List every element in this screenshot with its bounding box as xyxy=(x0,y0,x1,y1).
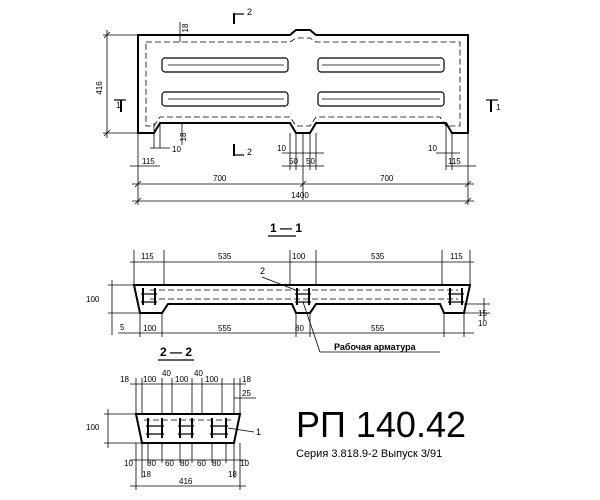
plan-slot-left-bottom xyxy=(161,91,289,107)
plan-dim-half-left: 700 xyxy=(213,174,227,183)
plan-dim-half-right: 700 xyxy=(380,174,394,183)
s22-dim-right-25: 25 xyxy=(242,389,251,398)
s22-dim-top-40a: 40 xyxy=(162,369,171,378)
s22-dim-bottom-60a: 60 xyxy=(165,459,174,468)
s22-dim-under-18a: 18 xyxy=(142,470,151,479)
s11-dim-top-left-535: 535 xyxy=(218,252,232,261)
s11-dim-right-10: 10 xyxy=(478,319,487,328)
s22-dim-top-18b: 18 xyxy=(242,375,251,384)
section-2-2-outline xyxy=(134,413,242,444)
plan-dim-mid-10: 10 xyxy=(277,144,286,153)
plan-section-label-bottom: 2 xyxy=(247,147,252,157)
section-1-1: 1 — 1 xyxy=(86,221,490,353)
plan-dim-right-115: 115 xyxy=(448,157,461,166)
s22-dim-height-100: 100 xyxy=(86,423,100,432)
s22-dim-bottom-80b: 80 xyxy=(180,459,189,468)
product-mark: РП 140.42 xyxy=(296,404,466,445)
s22-dim-width-416: 416 xyxy=(179,477,193,486)
s22-dim-bottom-60b: 60 xyxy=(197,459,206,468)
s22-dim-top-100a: 100 xyxy=(143,375,157,384)
section-2-2-cage-left xyxy=(146,418,164,438)
section-2-2-cage-mid xyxy=(178,418,194,438)
s22-dim-bottom-80a: 80 xyxy=(147,459,156,468)
s22-dim-top-18a: 18 xyxy=(120,375,129,384)
s11-dim-bottom-right-555: 555 xyxy=(371,324,385,333)
title-block: РП 140.42 Серия 3.818.9-2 Выпуск 3/91 xyxy=(296,404,466,460)
s11-dim-bottom-5: 5 xyxy=(120,323,125,332)
plan-section-label-right: 1 xyxy=(496,103,501,112)
section-1-1-outline xyxy=(132,284,472,314)
plan-dim-height: 416 xyxy=(95,81,104,95)
s11-dim-bottom-left-555: 555 xyxy=(218,324,232,333)
s22-dim-under-18b: 18 xyxy=(228,470,237,479)
section-1-1-cage-left xyxy=(141,288,157,305)
s22-dim-top-100c: 100 xyxy=(205,375,219,384)
s22-dim-bottom-10a: 10 xyxy=(124,459,133,468)
section-2-2-title: 2 — 2 xyxy=(160,345,192,359)
plan-dim-bottom-left-10: 10 xyxy=(172,145,181,154)
plan-dim-mid-50b: 50 xyxy=(306,157,315,166)
plan-dim-bottom-right-10: 10 xyxy=(428,144,437,153)
section-2-2-cage-right xyxy=(210,418,228,438)
plan-outline xyxy=(137,29,469,134)
s22-dim-bottom-80c: 80 xyxy=(212,459,221,468)
plan-slot-left-top xyxy=(161,57,289,73)
plan-inner-contour xyxy=(145,37,461,127)
plan-dim-total: 1400 xyxy=(291,191,309,200)
section-1-1-cage-right xyxy=(448,288,464,305)
section-2-2: 2 — 2 xyxy=(86,345,261,490)
s11-dim-bottom-left-100: 100 xyxy=(143,324,157,333)
s11-dim-top-left-115: 115 xyxy=(141,252,154,261)
s11-rebar-label: Рабочая арматура xyxy=(334,342,417,352)
s11-dim-bottom-mid-80: 80 xyxy=(295,324,304,333)
s11-dim-top-right-115: 115 xyxy=(450,252,463,261)
plan-dim-mid-50a: 50 xyxy=(289,157,298,166)
s11-dim-top-right-535: 535 xyxy=(371,252,385,261)
s11-dim-right-15: 15 xyxy=(478,309,487,318)
plan-section-label-left: 1 xyxy=(116,101,121,110)
section-1-1-title: 1 — 1 xyxy=(270,221,302,235)
plan-dim-bottom-18: 18 xyxy=(179,132,188,141)
plan-dim-top-18: 18 xyxy=(181,23,190,32)
plan-slot-right-bottom xyxy=(317,91,445,107)
s11-dim-top-mid-100: 100 xyxy=(292,252,306,261)
series-caption: Серия 3.818.9-2 Выпуск 3/91 xyxy=(296,448,442,460)
s22-dim-top-100b: 100 xyxy=(175,375,189,384)
plan-section-label-top: 2 xyxy=(247,7,252,17)
s22-dim-bottom-10b: 10 xyxy=(240,459,249,468)
s11-callout-2: 2 xyxy=(260,266,265,276)
plan-slot-right-top xyxy=(317,57,445,73)
plan-dim-left-115: 115 xyxy=(142,157,155,166)
s11-dim-height-100: 100 xyxy=(86,295,100,304)
s22-dim-top-40b: 40 xyxy=(194,369,203,378)
s22-callout-1: 1 xyxy=(256,427,261,437)
plan-view: 416 18 2 2 1 1 18 10 10 50 50 xyxy=(95,7,501,205)
